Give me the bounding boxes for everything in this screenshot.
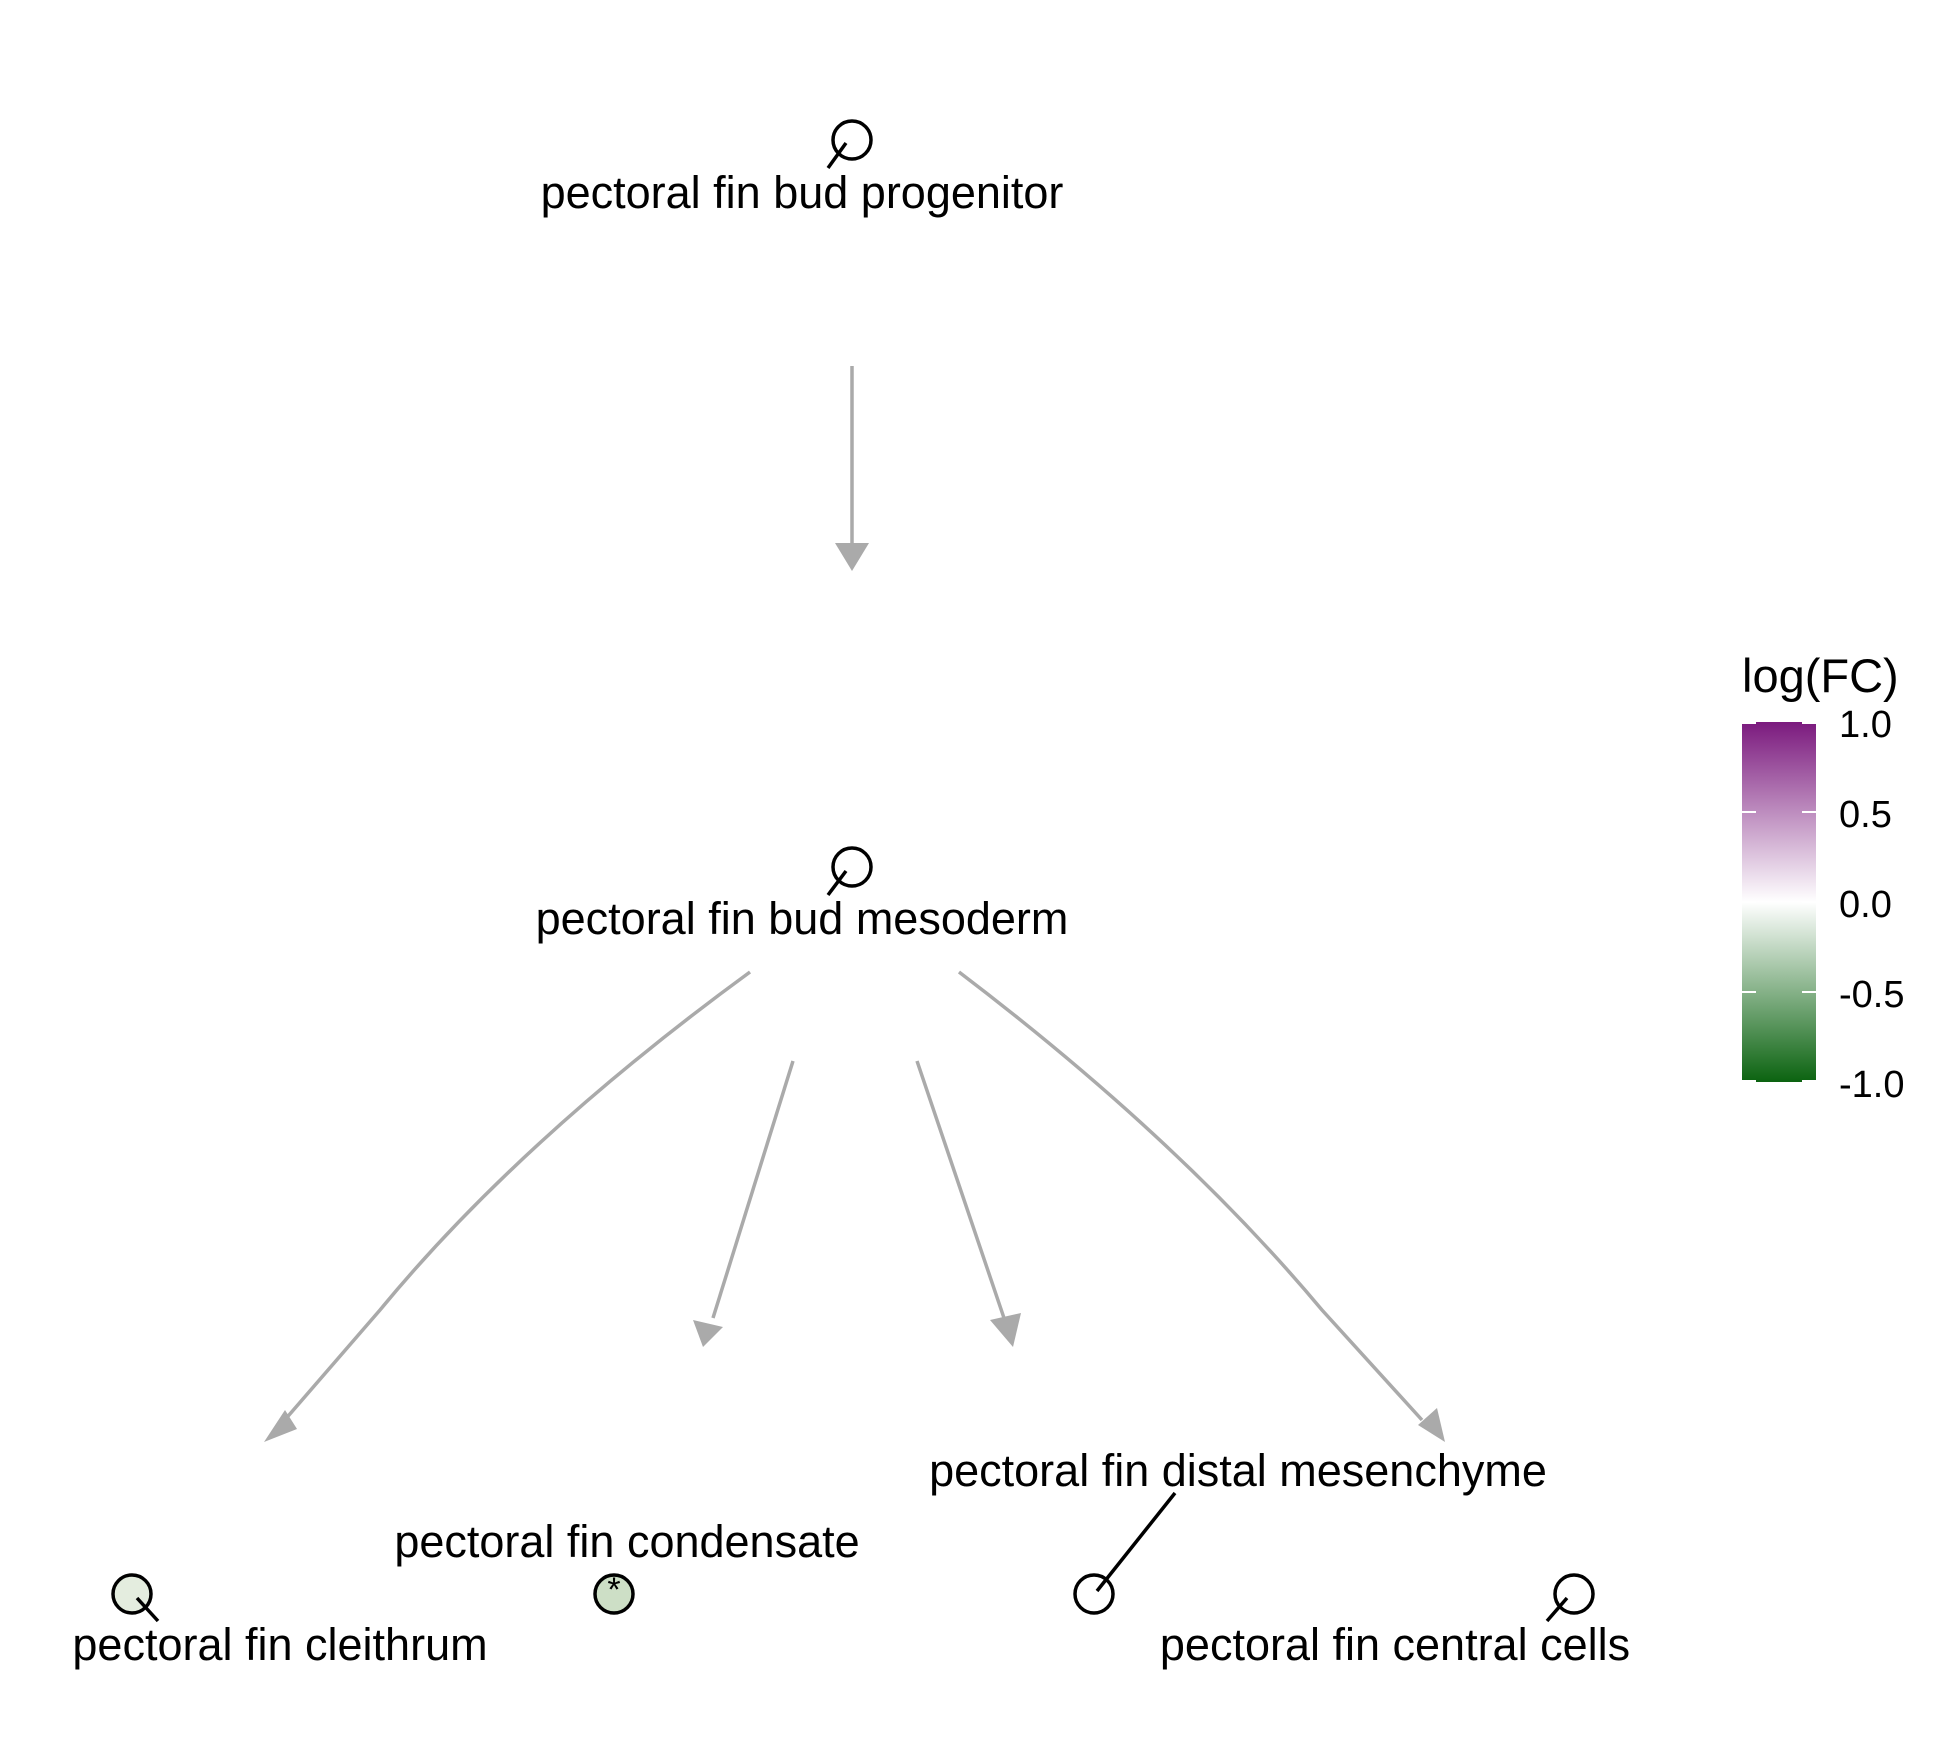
leader-line <box>1545 1596 1569 1623</box>
edge-line <box>915 1060 1006 1319</box>
node-circle <box>593 1573 635 1615</box>
significance-marker: * <box>607 1571 620 1609</box>
edge-mesoderm-to-distal <box>915 1060 1021 1347</box>
leader-line <box>1095 1491 1177 1593</box>
node-condensate: * pectoral fin condensate <box>394 1516 860 1615</box>
legend-tick-label: 1.0 <box>1839 704 1892 746</box>
legend-tick-marks <box>1742 722 1816 1082</box>
edge-mesoderm-to-central <box>957 970 1445 1442</box>
node-label: pectoral fin central cells <box>1160 1619 1630 1670</box>
node-label: pectoral fin bud mesoderm <box>536 893 1069 944</box>
node-central: pectoral fin central cells <box>1160 1573 1630 1670</box>
legend: log(FC) 1.0 0.5 0.0 -0.5 -1.0 <box>1742 649 1904 1106</box>
edge-line <box>711 1060 795 1319</box>
edge-mesoderm-to-cleithrum <box>264 970 752 1442</box>
node-label: pectoral fin cleithrum <box>72 1619 487 1670</box>
edge-arrowhead <box>264 1410 297 1442</box>
legend-title: log(FC) <box>1742 649 1899 702</box>
leader-line <box>135 1596 160 1623</box>
edge-arrowhead <box>990 1313 1021 1347</box>
edge-progenitor-to-mesoderm <box>835 366 869 571</box>
node-cleithrum: pectoral fin cleithrum <box>72 1573 488 1670</box>
leader-line <box>826 141 848 170</box>
edge-line <box>281 970 752 1424</box>
edges <box>264 366 1445 1442</box>
legend-tick-label: 0.0 <box>1839 884 1892 926</box>
node-label: pectoral fin condensate <box>394 1516 859 1567</box>
legend-tick-label: -1.0 <box>1839 1064 1904 1106</box>
edge-arrowhead <box>693 1320 723 1347</box>
edge-arrowhead <box>835 543 869 571</box>
node-label: pectoral fin bud progenitor <box>541 167 1064 218</box>
edge-line <box>957 970 1424 1422</box>
node-mesoderm: pectoral fin bud mesoderm <box>536 846 1069 944</box>
edge-arrowhead <box>1418 1408 1445 1442</box>
node-progenitor: pectoral fin bud progenitor <box>541 119 1064 218</box>
leader-line <box>826 869 848 897</box>
node-label: pectoral fin distal mesenchyme <box>929 1445 1547 1496</box>
legend-tick-label: -0.5 <box>1839 974 1904 1016</box>
edge-mesoderm-to-condensate <box>693 1060 795 1347</box>
legend-tick-label: 0.5 <box>1839 794 1892 836</box>
node-distal: pectoral fin distal mesenchyme <box>929 1445 1547 1615</box>
